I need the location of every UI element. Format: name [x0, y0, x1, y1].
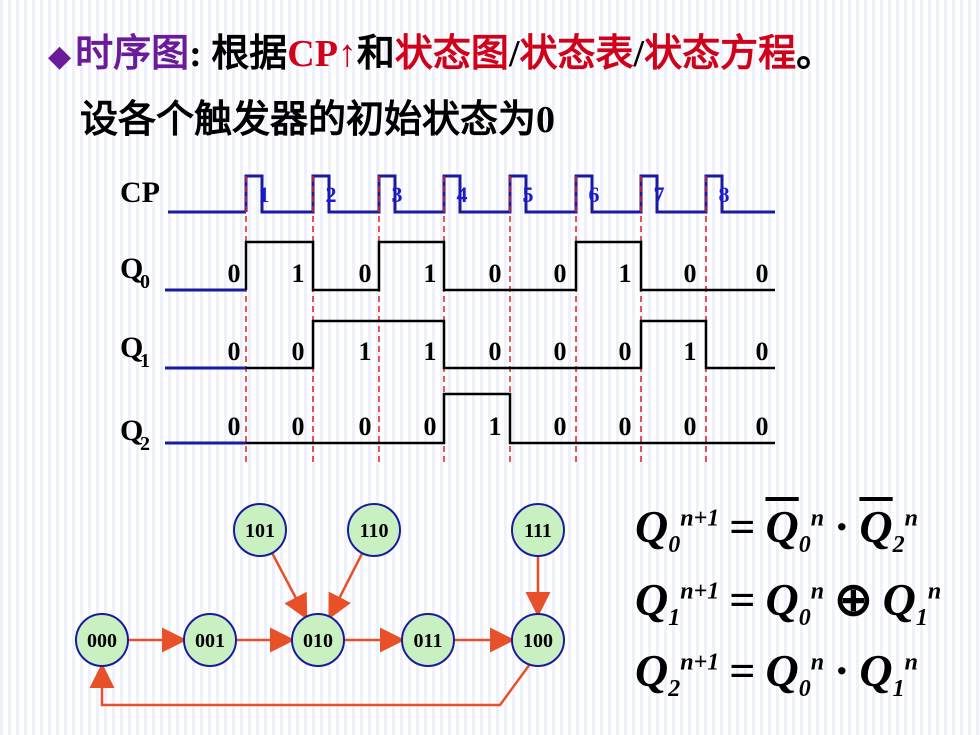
q2-value: 0	[756, 412, 769, 441]
cp-pulse-number: 2	[326, 182, 337, 207]
edge-110-to-010	[328, 552, 364, 620]
title-according-to: : 根据	[189, 33, 288, 75]
q1-value: 0	[554, 337, 567, 366]
cp-pulse-number: 4	[457, 182, 468, 207]
cp-pulse-number: 5	[523, 182, 534, 207]
cp-pulse-number: 6	[589, 182, 600, 207]
q1-value: 1	[359, 337, 372, 366]
signal-label: Q	[120, 331, 143, 364]
state-label-110: 110	[360, 520, 389, 542]
title-cp-rising: CP↑	[287, 33, 357, 75]
state-label-101: 101	[245, 520, 275, 542]
cp-pulse-number: 8	[719, 182, 730, 207]
q2-value: 0	[554, 412, 567, 441]
q1-value: 1	[424, 337, 437, 366]
state-node-101	[233, 503, 287, 557]
q0-value: 0	[359, 259, 372, 288]
state-label-000: 000	[87, 630, 117, 652]
q0-value: 1	[619, 259, 632, 288]
title-state-diagram: 状态图	[394, 33, 509, 75]
signal-label: Q	[120, 414, 143, 447]
q1-value: 0	[228, 337, 241, 366]
q0-value: 0	[228, 259, 241, 288]
q2-value: 0	[292, 412, 305, 441]
q0-value: 0	[489, 259, 502, 288]
state-label-001: 001	[195, 630, 225, 652]
edge-100-to-000	[89, 663, 532, 707]
q2-value: 1	[489, 412, 502, 441]
equation-q0: Q0n+1=Q0n·Q2n	[635, 501, 919, 559]
state-label-111: 111	[524, 520, 552, 542]
state-label-010: 010	[303, 630, 333, 652]
q0-waveform	[244, 240, 775, 292]
q2-value: 0	[619, 412, 632, 441]
q1-value: 1	[684, 337, 697, 366]
q2-value: 0	[424, 412, 437, 441]
edge-101-to-010	[271, 552, 308, 620]
title-slash-2: /	[633, 33, 645, 75]
q2-value: 0	[228, 412, 241, 441]
state-node-001	[183, 613, 237, 667]
signal-label: Q	[120, 252, 143, 285]
title-line: ◆时序图: 根据CP↑和状态图/状态表/状态方程。	[48, 22, 834, 77]
signal-label: CP	[120, 176, 160, 209]
cp-pulse-number: 3	[392, 182, 403, 207]
state-node-100	[511, 613, 565, 667]
q1-value: 0	[489, 337, 502, 366]
diamond-bullet-icon: ◆	[48, 40, 72, 73]
q1-value: 0	[292, 337, 305, 366]
q1-value: 0	[756, 337, 769, 366]
state-node-110	[347, 503, 401, 557]
q1-waveform	[246, 319, 775, 370]
title-state-equation: 状态方程	[644, 33, 797, 75]
state-node-000	[75, 613, 129, 667]
title-and: 和	[356, 33, 395, 75]
q1-value: 0	[619, 337, 632, 366]
signal-label-subscript: 1	[140, 350, 150, 372]
cp-pulse-number: 1	[259, 182, 270, 207]
title-period: 。	[796, 33, 835, 75]
q2-value: 0	[359, 412, 372, 441]
state-label-011: 011	[414, 630, 443, 652]
q2-value: 0	[684, 412, 697, 441]
subtitle: 设各个触发器的初始状态为0	[80, 99, 556, 141]
title-timing-diagram: 时序图	[75, 33, 190, 75]
q0-value: 0	[756, 259, 769, 288]
state-node-011	[401, 613, 455, 667]
title-state-table: 状态表	[519, 33, 634, 75]
title-slash-1: /	[508, 33, 520, 75]
q0-value: 0	[684, 259, 697, 288]
equation-q1: Q1n+1=Q0n⊕Q1n	[635, 574, 942, 632]
state-label-100: 100	[523, 630, 553, 652]
state-node-111	[511, 503, 565, 557]
q0-value: 0	[554, 259, 567, 288]
q0-value: 1	[292, 259, 305, 288]
state-node-010	[291, 613, 345, 667]
cp-pulse-number: 7	[654, 182, 665, 207]
signal-label-subscript: 0	[140, 271, 150, 293]
q2-waveform	[246, 392, 775, 445]
q0-value: 1	[424, 259, 437, 288]
signal-label-subscript: 2	[140, 433, 150, 455]
equation-q2: Q2n+1=Q0n·Q1n	[635, 645, 919, 703]
